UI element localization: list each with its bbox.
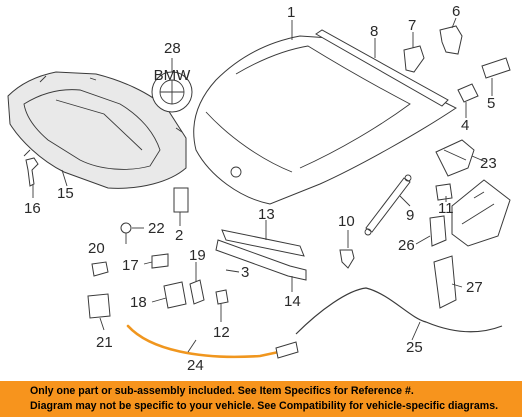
hinge-mount-11 — [435, 183, 453, 201]
clip-17 — [151, 253, 169, 269]
callout-9: 9 — [406, 207, 414, 224]
bracket-7 — [403, 45, 425, 73]
callout-4: 4 — [461, 117, 469, 134]
disclaimer-banner: Only one part or sub-assembly included. … — [0, 381, 522, 417]
callout-27: 27 — [466, 279, 483, 296]
callout-3: 3 — [241, 264, 249, 281]
callout-21: 21 — [96, 334, 113, 351]
callout-5: 5 — [487, 95, 495, 112]
callout-8: 8 — [370, 23, 378, 40]
trim-pad-4 — [457, 83, 479, 103]
callout-12: 12 — [213, 324, 230, 341]
latch-27 — [433, 255, 457, 309]
hood-insulation-pad — [7, 71, 187, 189]
callout-26: 26 — [398, 237, 415, 254]
hood-hinge — [435, 139, 475, 177]
callout-14: 14 — [284, 293, 301, 310]
callout-22: 22 — [148, 220, 165, 237]
bump-stop — [173, 187, 189, 213]
callout-10: 10 — [338, 213, 355, 230]
hinge-mount-6 — [439, 25, 463, 55]
hood-panel — [193, 35, 457, 205]
callout-20: 20 — [88, 240, 105, 257]
cable-25 — [295, 287, 503, 335]
callout-17: 17 — [122, 257, 139, 274]
bracket-21 — [87, 293, 111, 319]
callout-15: 15 — [57, 185, 74, 202]
callout-13: 13 — [258, 206, 275, 223]
callout-18: 18 — [130, 294, 147, 311]
callout-25: 25 — [406, 339, 423, 356]
callout-1: 1 — [287, 4, 295, 21]
clip-20 — [91, 261, 109, 277]
screw-22 — [120, 222, 132, 244]
callout-16: 16 — [24, 200, 41, 217]
latch-bracket-14 — [215, 239, 307, 281]
gas-strut — [364, 174, 412, 236]
disclaimer-line-1: Only one part or sub-assembly included. … — [30, 385, 414, 397]
callout-24: 24 — [187, 357, 204, 374]
bolt-10 — [339, 249, 355, 269]
trim-pad-5 — [481, 57, 511, 79]
callout-6: 6 — [452, 3, 460, 20]
latch-bracket-13 — [221, 229, 305, 257]
hinge-bracket-23 — [451, 179, 511, 247]
callout-19: 19 — [189, 247, 206, 264]
callout-11: 11 — [438, 200, 454, 217]
bmw-emblem: BMW — [151, 67, 193, 113]
parts-diagram: BMW — [7, 3, 511, 374]
callout-2: 2 — [175, 227, 183, 244]
hood-seal-strip — [315, 29, 449, 107]
cable-holder — [163, 281, 187, 309]
callout-28: 28 — [164, 40, 181, 57]
clip-19 — [189, 279, 205, 305]
clip-16 — [25, 157, 39, 187]
leader-lines — [32, 17, 493, 353]
hood-release-cable — [126, 324, 299, 359]
emblem-text: BMW — [154, 67, 192, 84]
callout-23: 23 — [480, 155, 497, 172]
bolt-12 — [215, 289, 229, 305]
callout-7: 7 — [408, 17, 416, 34]
latch-26 — [429, 215, 447, 247]
disclaimer-line-2: Diagram may not be specific to your vehi… — [30, 400, 499, 412]
callout-numbers: 1 28 8 7 6 4 5 23 15 16 9 10 11 13 2 22 … — [24, 3, 497, 374]
